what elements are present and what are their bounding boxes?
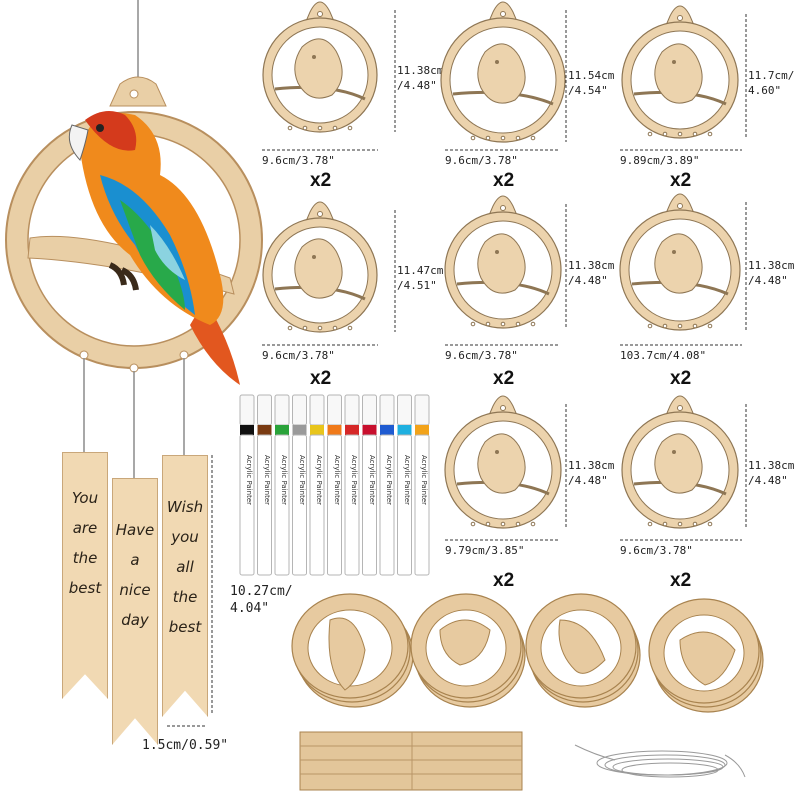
ornament-eagle-height: 11.38cm /4.48": [748, 459, 795, 487]
ornament-toucan-qty: x2: [670, 170, 692, 191]
ornament-flamingo-qty: x2: [493, 570, 515, 591]
ornament-toucan-width: 9.89cm/3.89": [620, 154, 700, 167]
tag-height-label: 10.27cm/ 4.04": [230, 584, 293, 616]
ornament-cardinal-width: 9.6cm/3.78": [262, 154, 335, 167]
ornament-pelican-qty: x2: [493, 170, 515, 191]
ornament-flamingo-width: 9.79cm/3.85": [445, 544, 525, 557]
ornament-parrot-width: 9.6cm/3.78": [262, 349, 335, 362]
ornament-pelican-height: 11.54cm /4.54": [568, 69, 615, 97]
ornament-hummingbird-width: 103.7cm/4.08": [620, 349, 707, 362]
ornament-hummingbird-height: 11.38cm /4.48": [748, 259, 795, 287]
ornament-cardinal-height: 11.38cm /4.48": [397, 64, 444, 92]
ornament-owl-width: 9.6cm/3.78": [445, 349, 518, 362]
ornament-pelican-width: 9.6cm/3.78": [445, 154, 518, 167]
tag-width-label: 1.5cm/0.59": [142, 738, 229, 753]
ornament-cardinal-qty: x2: [310, 170, 332, 191]
ornament-hummingbird-qty: x2: [670, 368, 692, 389]
ornament-owl-qty: x2: [493, 368, 515, 389]
ornament-owl-height: 11.38cm /4.48": [568, 259, 615, 287]
ornament-parrot-height: 11.47cm /4.51": [397, 264, 444, 292]
ornament-eagle-qty: x2: [670, 570, 692, 591]
ornament-eagle-width: 9.6cm/3.78": [620, 544, 693, 557]
ornament-toucan-height: 11.7cm/ 4.60": [748, 69, 795, 97]
ornament-flamingo-height: 11.38cm /4.48": [568, 459, 615, 487]
ornament-parrot-qty: x2: [310, 368, 332, 389]
